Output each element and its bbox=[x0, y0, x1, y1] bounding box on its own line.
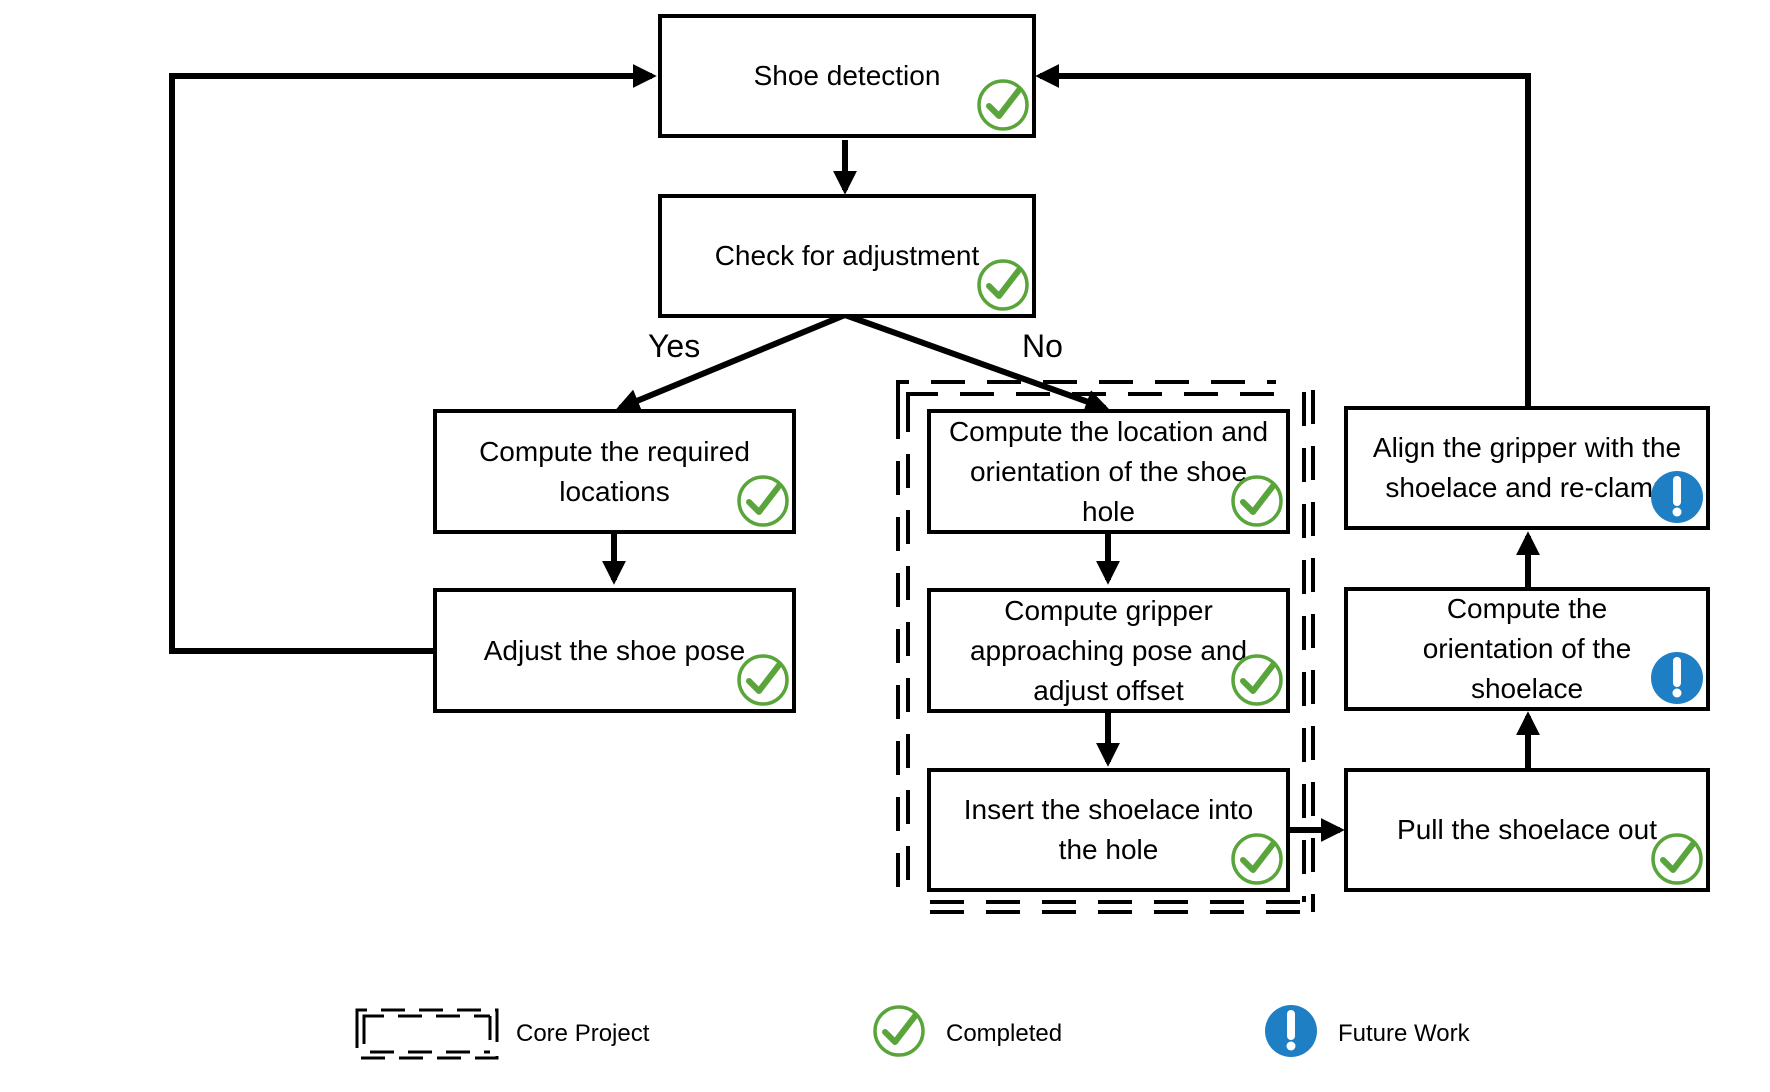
edge-align-to-detect bbox=[1035, 64, 1531, 407]
node-check-adjustment: Check for adjustment bbox=[658, 194, 1036, 318]
node-check-adjustment-label: Check for adjustment bbox=[714, 240, 980, 271]
check-icon bbox=[1231, 475, 1283, 527]
edge-no-label: No bbox=[1022, 328, 1063, 364]
node-compute-shoelace-orientation: Compute the orientation of the shoelace bbox=[1344, 587, 1710, 711]
node-align-gripper: Align the gripper with the shoelace and … bbox=[1344, 406, 1710, 530]
node-compute-gripper-pose-label: Compute gripper approaching pose and adj… bbox=[969, 594, 1248, 706]
node-align-gripper-label: Align the gripper with the shoelace and … bbox=[1372, 432, 1682, 503]
check-icon bbox=[1231, 654, 1283, 706]
edge-no bbox=[843, 312, 1110, 413]
node-adjust-shoe-pose: Adjust the shoe pose bbox=[433, 588, 796, 713]
edge-adjust-to-detect bbox=[169, 64, 657, 654]
node-compute-shoe-hole: Compute the location and orientation of … bbox=[927, 409, 1290, 534]
exclamation-icon bbox=[1651, 652, 1703, 704]
check-icon bbox=[1231, 833, 1283, 885]
node-pull-shoelace-label: Pull the shoelace out bbox=[1397, 814, 1657, 845]
node-insert-shoelace: Insert the shoelace into the hole bbox=[927, 768, 1290, 892]
node-adjust-shoe-pose-label: Adjust the shoe pose bbox=[483, 634, 746, 666]
node-shoe-detection-label: Shoe detection bbox=[753, 60, 941, 91]
legend-future-work-label: Future Work bbox=[1338, 1020, 1470, 1047]
node-pull-shoelace: Pull the shoelace out bbox=[1344, 768, 1710, 892]
edge-yes bbox=[615, 312, 847, 412]
node-compute-gripper-pose: Compute gripper approaching pose and adj… bbox=[927, 588, 1290, 713]
check-icon bbox=[737, 654, 789, 706]
legend-completed-label: Completed bbox=[946, 1020, 1063, 1047]
node-compute-shoelace-orientation-label: Compute the orientation of the shoelace bbox=[1422, 593, 1632, 704]
check-icon bbox=[737, 475, 789, 527]
check-icon bbox=[977, 79, 1029, 131]
check-icon bbox=[977, 259, 1029, 311]
legend-core-project-label: Core Project bbox=[516, 1020, 650, 1047]
edge-yes-label: Yes bbox=[648, 328, 701, 364]
node-insert-shoelace-label: Insert the shoelace into the hole bbox=[963, 794, 1254, 865]
node-compute-required-locations: Compute the required locations bbox=[433, 409, 796, 534]
check-icon bbox=[1651, 833, 1703, 885]
node-shoe-detection: Shoe detection bbox=[658, 14, 1036, 138]
node-compute-shoe-hole-label: Compute the location and orientation of … bbox=[948, 415, 1269, 527]
exclamation-icon bbox=[1651, 471, 1703, 523]
legend-core-project-swatch bbox=[355, 1008, 499, 1060]
core-project-frame bbox=[896, 380, 1315, 914]
legend-exclamation-icon bbox=[1265, 1005, 1317, 1057]
node-compute-required-locations-label: Compute the required locations bbox=[479, 435, 750, 507]
legend-check-icon bbox=[873, 1005, 925, 1057]
